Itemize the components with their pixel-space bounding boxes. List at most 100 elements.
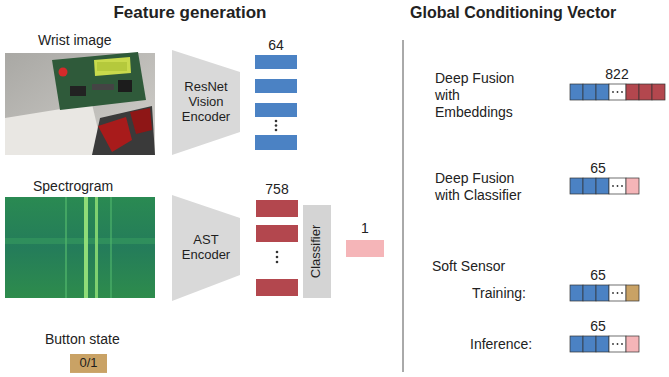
vector-training bbox=[570, 285, 639, 301]
box-fill bbox=[303, 205, 331, 298]
vector-classifier bbox=[570, 178, 639, 194]
dimension-number: 64 bbox=[256, 37, 296, 54]
vector-classifier-part bbox=[626, 178, 639, 194]
embedding-stack-blue bbox=[255, 55, 297, 150]
vector-embeddings-part bbox=[570, 84, 583, 100]
wrist-photo bbox=[5, 52, 155, 155]
vector-embeddings-part bbox=[617, 91, 619, 93]
vector-inference-part bbox=[617, 343, 619, 345]
text-holder: Classifier bbox=[303, 205, 331, 298]
vector-embeddings-part bbox=[609, 84, 626, 100]
node-text: Classifier bbox=[310, 225, 325, 278]
embedding-stack-red bbox=[256, 200, 298, 296]
phase-label: Inference: bbox=[470, 336, 532, 353]
text-holder: ResNet Vision Encoder bbox=[172, 50, 240, 155]
encoder-block: AST Encoder bbox=[172, 195, 240, 301]
wrist-photo-part bbox=[94, 57, 131, 76]
wrist-photo-part bbox=[59, 68, 68, 77]
embedding-stack-blue-part bbox=[275, 120, 278, 123]
vector-inference-part bbox=[626, 336, 639, 352]
trapezoid-fill bbox=[172, 195, 240, 301]
vector-training-part bbox=[609, 285, 626, 301]
vector-classifier-part bbox=[609, 178, 626, 194]
vector-inference-part bbox=[570, 336, 583, 352]
node-text: AST Encoder bbox=[178, 233, 234, 263]
vector-classifier-part bbox=[596, 178, 609, 194]
box-fill bbox=[70, 354, 107, 373]
encoder-block: ResNet Vision Encoder bbox=[172, 50, 240, 155]
classifier-output-part bbox=[346, 240, 384, 257]
embedding-stack-red-part bbox=[256, 225, 298, 242]
vector-training-part bbox=[596, 285, 609, 301]
wrist-photo-part bbox=[70, 86, 86, 96]
spectrogram-image-part bbox=[95, 197, 98, 298]
embedding-stack-blue-part bbox=[255, 103, 297, 117]
dimension-number: 758 bbox=[257, 181, 297, 198]
section-title: Global Conditioning Vector bbox=[410, 3, 616, 22]
vector-training-part bbox=[570, 285, 583, 301]
dimension-number: 65 bbox=[578, 160, 618, 177]
divider-line bbox=[403, 40, 404, 372]
vector-embeddings-part bbox=[596, 84, 609, 100]
input-label: Spectrogram bbox=[33, 178, 113, 195]
dimension-number: 65 bbox=[578, 267, 618, 284]
embedding-stack-blue-part bbox=[255, 79, 297, 93]
text-holder: AST Encoder bbox=[172, 195, 240, 301]
vector-embeddings-part bbox=[639, 84, 652, 100]
trapezoid-fill bbox=[172, 50, 240, 155]
embedding-stack-red-part bbox=[276, 251, 279, 254]
input-label: Button state bbox=[45, 331, 120, 348]
method-label: Deep Fusion with Classifier bbox=[435, 170, 535, 204]
wrist-photo-part bbox=[92, 84, 114, 90]
vector-embeddings-part bbox=[626, 84, 639, 100]
vector-classifier-part bbox=[583, 178, 596, 194]
wrist-photo-part bbox=[97, 62, 127, 71]
method-label: Soft Sensor bbox=[432, 258, 505, 275]
vector-inference-part bbox=[596, 336, 609, 352]
spectrogram-image-part bbox=[110, 197, 112, 298]
node-text: ResNet Vision Encoder bbox=[178, 80, 234, 125]
spectrogram-image-part bbox=[65, 197, 67, 298]
input-label: Wrist image bbox=[38, 32, 112, 49]
dimension-number: 1 bbox=[350, 220, 380, 237]
embedding-stack-red-part bbox=[256, 200, 298, 217]
text-group: ResNet Vision Encoder bbox=[178, 80, 234, 125]
embedding-stack-blue-part bbox=[275, 129, 278, 132]
vector-training-part bbox=[612, 292, 614, 294]
wrist-photo-part bbox=[5, 53, 155, 155]
section-title: Feature generation bbox=[80, 3, 300, 23]
vector-training-part bbox=[621, 292, 623, 294]
vector-inference bbox=[570, 336, 639, 352]
vector-inference-part bbox=[583, 336, 596, 352]
node-text: 0/1 bbox=[79, 356, 97, 371]
spectrogram-image-part bbox=[84, 197, 88, 298]
vector-embeddings-part bbox=[652, 84, 665, 100]
vector-classifier-part bbox=[621, 185, 623, 187]
vector-training-part bbox=[617, 292, 619, 294]
dimension-number: 822 bbox=[597, 66, 637, 83]
vector-embeddings-part bbox=[612, 91, 614, 93]
embedding-stack-blue-part bbox=[255, 135, 297, 150]
wrist-photo-part bbox=[5, 104, 104, 155]
wrist-photo-part bbox=[118, 80, 132, 92]
dimension-number: 65 bbox=[578, 318, 618, 335]
embedding-stack-red-part bbox=[276, 261, 279, 264]
wrist-photo-part bbox=[92, 106, 155, 155]
vector-embeddings-part bbox=[621, 91, 623, 93]
vector-inference-part bbox=[609, 336, 626, 352]
wrist-photo-part bbox=[98, 117, 132, 152]
vector-inference-part bbox=[621, 343, 623, 345]
vector-classifier-part bbox=[617, 185, 619, 187]
spectrogram-image bbox=[5, 197, 155, 298]
vector-training-part bbox=[626, 285, 639, 301]
classifier-block: Classifier bbox=[303, 205, 331, 298]
vector-classifier-part bbox=[612, 185, 614, 187]
text-group: Classifier bbox=[310, 225, 325, 278]
vector-inference-part bbox=[612, 343, 614, 345]
classifier-output bbox=[346, 240, 384, 257]
spectrogram-image-part bbox=[5, 197, 155, 298]
button-state-box: 0/1 bbox=[70, 354, 107, 373]
wrist-photo-part bbox=[130, 108, 152, 134]
vector-classifier-part bbox=[570, 178, 583, 194]
